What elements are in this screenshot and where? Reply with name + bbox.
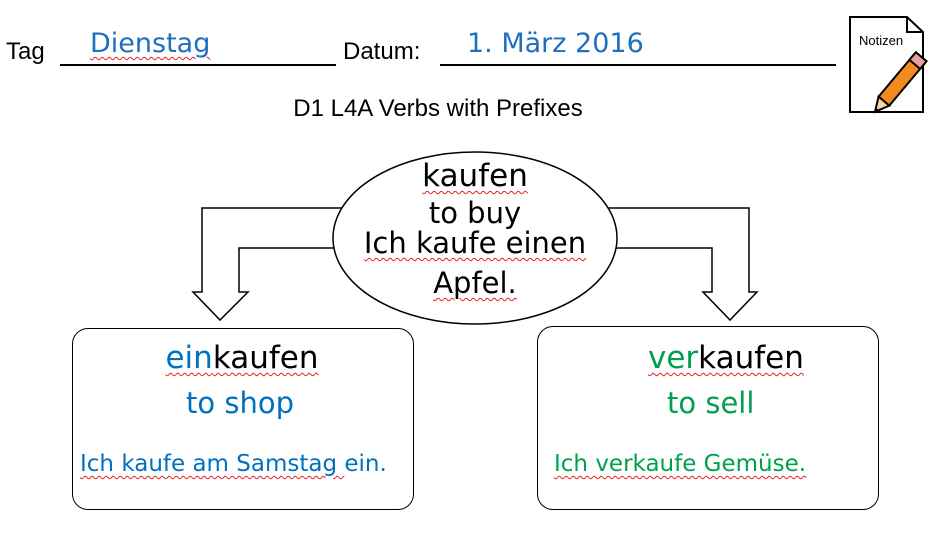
left-arrow xyxy=(191,207,345,322)
right-verb-word: verkaufen xyxy=(648,340,804,376)
right-verb: verkaufen xyxy=(648,340,804,376)
left-example-main: Ich kaufe am Samstag xyxy=(80,451,345,477)
right-box xyxy=(537,326,879,510)
notes-icon-text: Notizen xyxy=(859,33,904,48)
datum-value-text: 1. März 2016 xyxy=(467,28,644,59)
left-example: Ich kaufe am Samstag ein. xyxy=(80,451,387,477)
left-example-particle: ein xyxy=(344,451,380,477)
left-stem: kaufen xyxy=(212,340,319,376)
left-example-end: . xyxy=(379,451,387,477)
tag-value[interactable]: Dienstag xyxy=(90,28,211,59)
left-verb-word: einkaufen xyxy=(165,340,318,376)
left-prefix: ein xyxy=(165,340,213,376)
datum-label: Datum: xyxy=(343,38,421,65)
center-ellipse xyxy=(332,151,618,325)
right-arrow xyxy=(600,207,759,322)
page-title: D1 L4A Verbs with Prefixes xyxy=(293,95,583,122)
center-example-line1: Ich kaufe einen xyxy=(363,226,587,260)
notes-icon: Notizen xyxy=(845,12,940,122)
tag-line xyxy=(60,64,336,66)
right-meaning: to sell xyxy=(667,386,755,420)
datum-value[interactable]: 1. März 2016 xyxy=(467,28,644,59)
left-box xyxy=(72,328,414,510)
tag-label: Tag xyxy=(6,38,45,65)
right-prefix: ver xyxy=(648,340,699,376)
center-meaning: to buy xyxy=(428,196,522,230)
left-verb: einkaufen xyxy=(72,340,412,376)
left-meaning: to shop xyxy=(186,386,294,420)
right-example-text: Ich verkaufe Gemüse. xyxy=(554,451,807,477)
datum-line xyxy=(440,64,836,66)
right-example: Ich verkaufe Gemüse. xyxy=(554,451,806,477)
center-example-line2: Apfel. xyxy=(433,266,517,300)
center-verb: kaufen xyxy=(422,158,528,194)
center-content: kaufen to buy Ich kaufe einen Apfel. xyxy=(340,158,610,300)
right-stem: kaufen xyxy=(698,340,804,376)
